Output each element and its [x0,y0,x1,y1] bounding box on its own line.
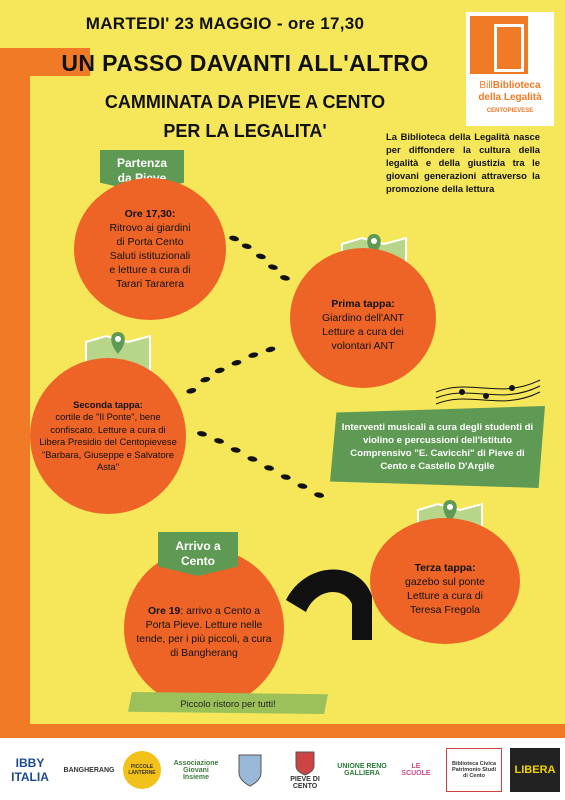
stop-3-line-1: gazebo sul ponte [405,576,485,588]
stop-end-body: : arrivo a Cento a Porta Pieve. Letture … [136,606,272,659]
stop-1-circle: Prima tappa: Giardino dell'ANT Letture a… [290,248,436,388]
stop-start-line-5: Tarari Tararera [115,278,185,290]
stop-2-circle: Seconda tappa: cortile de "Il Ponte", be… [30,358,186,514]
stop-3-line-3: Teresa Fregola [409,604,481,616]
stop-3-line-2: Letture a cura di [407,590,483,602]
orange-bottom-band [0,724,565,738]
subtitle-line-1: CAMMINATA DA PIEVE A CENTO [104,92,386,112]
ristoro-note: Piccolo ristoro per tutti! [128,692,328,714]
stop-end-time: Ore 19 [147,606,181,617]
stop-start-line-1: Ritrovo ai giardini [109,222,191,234]
footer-logo-biblioteca-civica: Biblioteca Civica Patrimonio Studi di Ce… [446,748,502,792]
logo-name-2: della Legalità [478,92,542,103]
stop-start-line-4: e letture a cura di [109,264,191,276]
stop-end-circle: Ore 19: arrivo a Cento a Porta Pieve. Le… [124,548,284,708]
date-line: MARTEDI' 23 MAGGIO - ore 17,30 [85,14,365,33]
logo-place: CENTOPIEVESE [486,108,534,114]
stop-start-line-3: Saluti istituzionali [109,250,191,262]
footer-logo-pieve: PIEVE DI CENTO [282,748,328,792]
arrivo-line-2: Cento [181,554,215,568]
footer-logo-associazione: Associazione Giovani Insieme [173,759,219,781]
stop-1-line-1: Giardino dell'ANT [322,312,404,324]
music-notes-icon [435,379,541,405]
stop-3-title: Terza tappa: [414,562,476,574]
partenza-line-1: Partenza [116,156,168,170]
stop-start-circle: Ore 17,30: Ritrovo ai giardini di Porta … [74,178,226,320]
orange-top-band [0,48,90,76]
crest-icon [295,751,315,776]
logo-name-1: BillBiblioteca [479,80,541,91]
page-subtitle: CAMMINATA DA PIEVE A CENTO PER LA LEGALI… [40,88,450,146]
footer-logo-ibby: IBBY ITALIA [11,756,49,784]
stop-2-text: cortile de "Il Ponte", bene confiscato. … [39,411,177,472]
arrivo-line-1: Arrivo a [175,539,221,553]
footer-logo-reno-galliera: UNIONE RENO GALLIERA [337,763,387,777]
arrivo-banner: Arrivo a Cento [158,532,238,576]
stop-end-text: Ore 19: arrivo a Cento a Porta Pieve. Le… [135,605,273,661]
stop-1-title: Prima tappa: [331,298,395,310]
footprints-icon [186,235,325,498]
stop-start-line-2: di Porta Cento [116,236,184,248]
footer-logo-le-scuole: LE SCUOLE [401,763,431,777]
subtitle-line-2: PER LA LEGALITA' [163,121,327,141]
stop-start-time: Ore 17,30: [124,208,176,220]
music-band: Interventi musicali a cura degli student… [330,406,545,488]
stop-1-line-2: Letture a cura dei [322,326,404,338]
bridge-icon [286,569,372,640]
stop-1-line-3: volontari ANT [331,340,395,352]
logo-book-icon [494,24,524,72]
intro-text: La Biblioteca della Legalità nasce per d… [386,131,540,194]
page-title: UN PASSO DAVANTI ALL'ALTRO [61,50,429,76]
footer-logo-stemma [232,748,268,792]
music-note-icon [459,385,515,399]
footer-logo-piccole-lanterne: PICCOLE LANTERNE [120,748,164,792]
orange-side-band [0,48,30,738]
footer-logo-bangherang: BANGHERANG [63,766,115,774]
footer-logo-libera: LIBERA [510,748,560,792]
crest-icon [238,754,262,787]
stop-2-title: Seconda tappa: [73,398,143,410]
stop-3-circle: Terza tappa: gazebo sul ponte Letture a … [370,518,520,644]
